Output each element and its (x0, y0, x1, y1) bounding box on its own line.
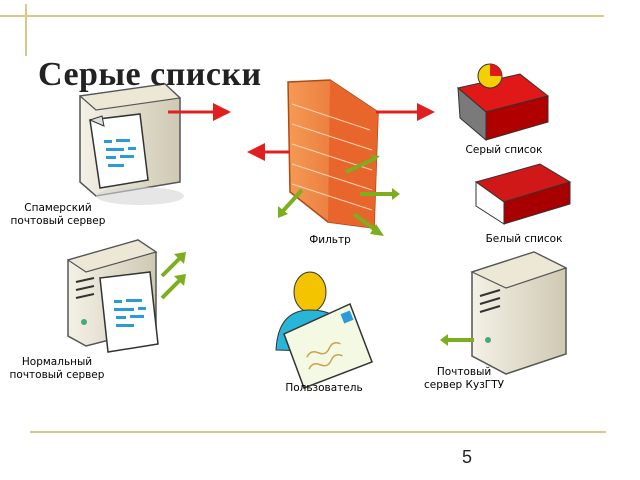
green-arrow (352, 212, 384, 236)
green-arrow (160, 274, 186, 300)
filter-label: Фильтр (309, 234, 351, 246)
green-arrow (278, 188, 304, 218)
page-number: 5 (462, 447, 473, 467)
mail-server-icon (470, 251, 568, 375)
green-arrow (360, 188, 400, 200)
grey-list-book-icon (456, 63, 550, 142)
normal-server-label: Нормальный почтовый сервер (9, 356, 105, 381)
green-arrow (160, 252, 186, 278)
white-list-book-icon (474, 163, 572, 225)
slide-frame (0, 4, 606, 433)
mail-server-label: Почтовый сервер КузГТУ (423, 366, 505, 391)
slide-title: Серые списки (38, 56, 262, 93)
green-arrow (345, 154, 380, 174)
spam-document-icon (88, 113, 149, 189)
white-list-label: Белый список (485, 233, 563, 245)
spam-server-label: Спамерский почтовый сервер (10, 202, 106, 227)
firewall-icon (287, 79, 379, 229)
user-label: Пользователь (285, 382, 363, 394)
normal-document-icon (99, 271, 159, 353)
envelope-icon (283, 302, 373, 389)
green-arrow (440, 334, 474, 346)
grey-list-label: Серый список (465, 144, 543, 156)
